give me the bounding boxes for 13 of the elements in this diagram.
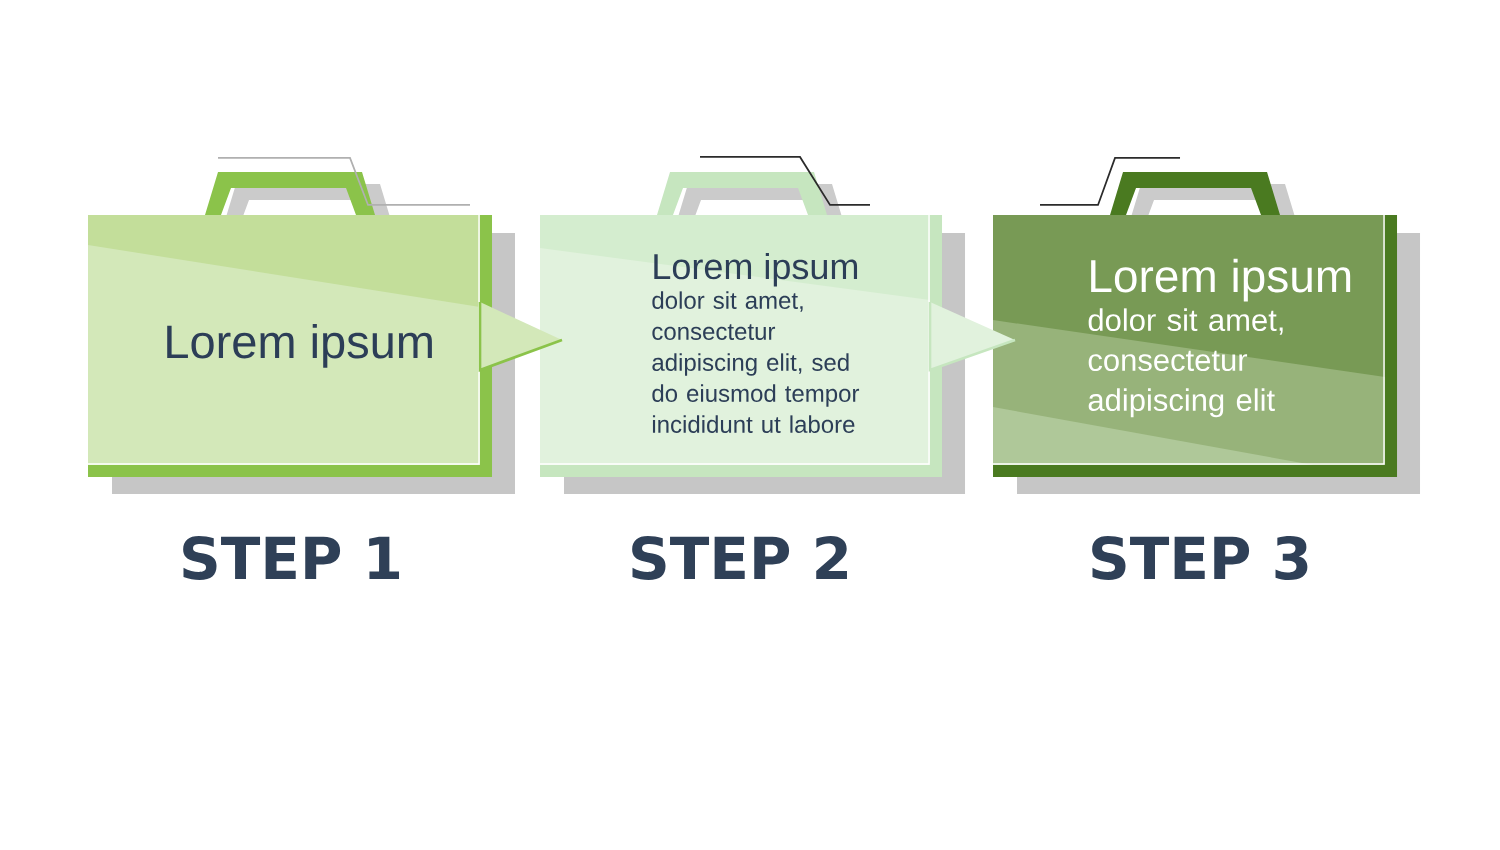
step-label: STEP 1: [183, 536, 399, 580]
heading: Lorem ipsum: [1091, 258, 1351, 302]
step-label: STEP 3: [1092, 536, 1308, 580]
folder-box: [539, 156, 942, 477]
folder-box: [87, 157, 492, 477]
body-text: dolor sit amet, consectetur adipiscing elit, sed do eiusmod tempor incididunt ut labore: [652, 291, 860, 433]
chevron-arrow: [478, 300, 564, 372]
heading: Lorem ipsum: [167, 323, 432, 368]
chevron-arrow: [928, 300, 1017, 372]
heading: Lorem ipsum: [654, 252, 858, 287]
folder-box: [992, 157, 1397, 477]
body-text: dolor sit amet, consectetur adipiscing elit: [1088, 308, 1283, 418]
step-label: STEP 2: [632, 536, 847, 580]
